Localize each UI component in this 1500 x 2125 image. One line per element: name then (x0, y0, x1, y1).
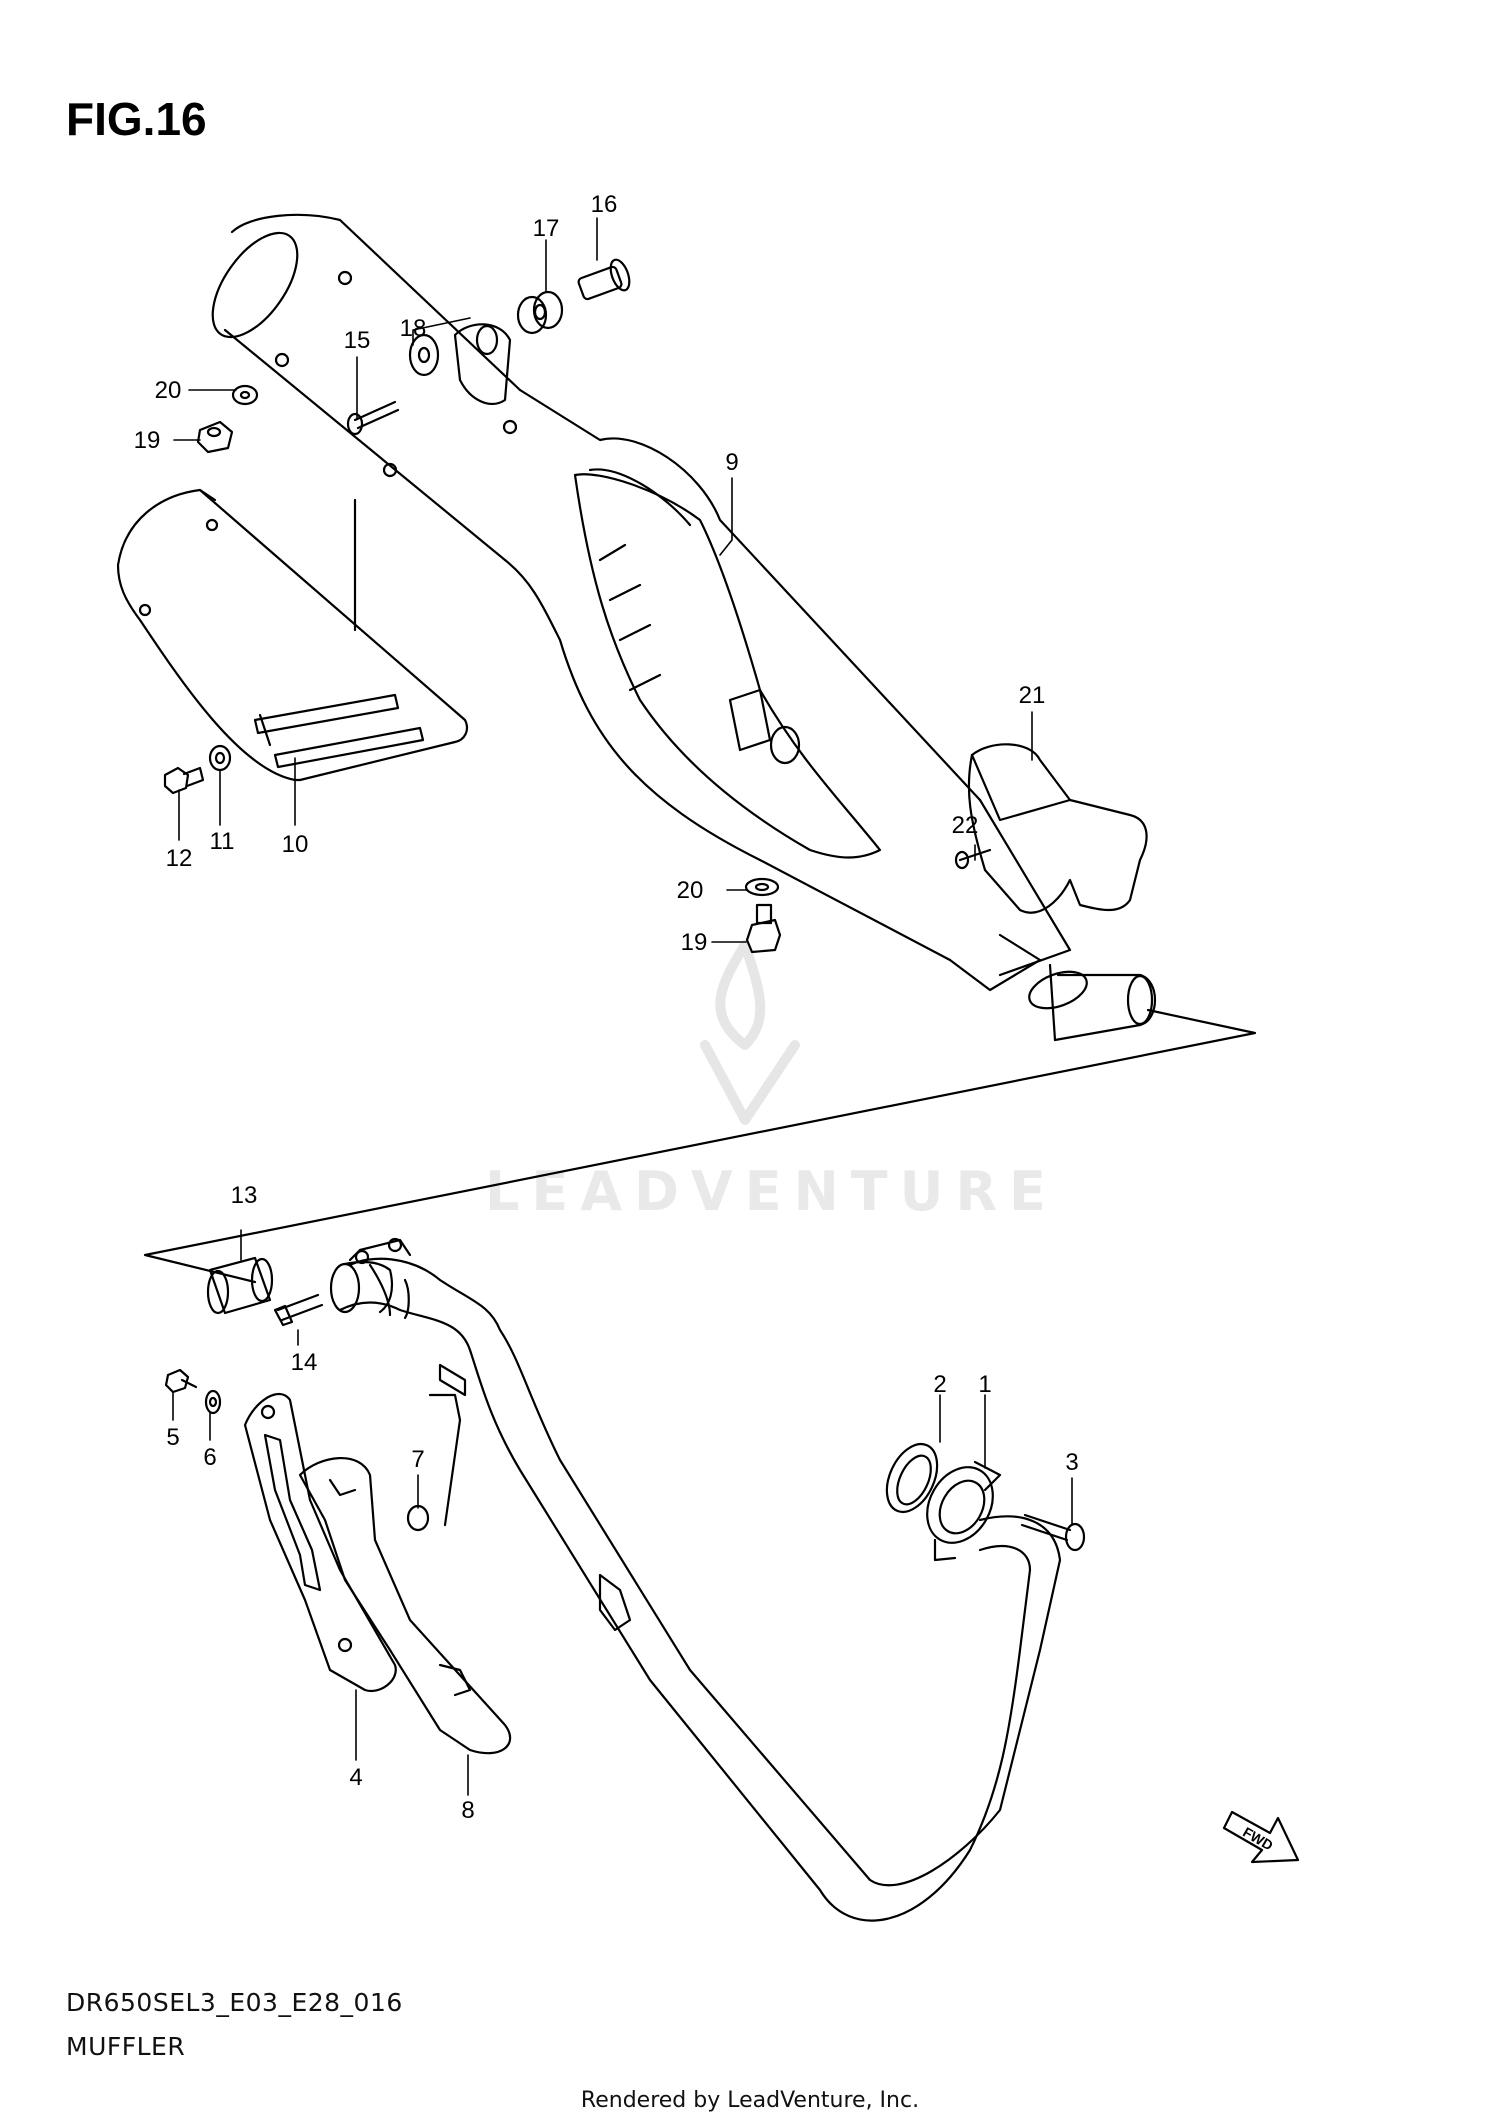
bolt-3[interactable] (1020, 1513, 1086, 1552)
flange-1[interactable] (914, 1455, 1006, 1562)
callout-numbers: 1 2 3 4 5 6 7 8 9 10 11 12 13 14 15 16 1… (134, 191, 1079, 1824)
callout-19-lower: 19 (681, 929, 708, 956)
callout-4: 4 (349, 1764, 362, 1791)
screw-5[interactable] (164, 1368, 198, 1394)
callout-2: 2 (933, 1371, 946, 1398)
gasket-13[interactable] (206, 1256, 274, 1315)
callout-17: 17 (533, 215, 560, 242)
callout-1: 1 (978, 1371, 991, 1398)
leader-lines (172, 217, 1073, 1796)
cover-21[interactable] (967, 743, 1148, 914)
fwd-arrow (1222, 1810, 1300, 1864)
callout-13: 13 (231, 1182, 258, 1209)
callout-15: 15 (344, 327, 371, 354)
render-credit: Rendered by LeadVenture, Inc. (580, 2088, 920, 2113)
bolt-12[interactable] (163, 766, 205, 795)
callout-20-lower: 20 (677, 877, 704, 904)
washer-20-upper[interactable] (231, 384, 259, 406)
callout-11: 11 (210, 828, 235, 855)
screw-22[interactable] (954, 848, 992, 870)
diagram-subtitle: MUFFLER (66, 2032, 186, 2061)
nut-19-lower[interactable] (745, 903, 782, 954)
bracket-4[interactable] (243, 1393, 397, 1693)
callout-3: 3 (1065, 1449, 1078, 1476)
watermark-logo (700, 940, 800, 1125)
heat-shield-10[interactable] (116, 488, 469, 782)
muffler-cap-holes (274, 270, 518, 478)
washer-6[interactable] (204, 1389, 222, 1415)
callout-14: 14 (291, 1349, 318, 1376)
diagram-code: DR650SEL3_E03_E28_016 (66, 1988, 403, 2017)
washer-11[interactable] (208, 744, 232, 772)
gasket-2[interactable] (877, 1436, 947, 1520)
washer-20-lower[interactable] (744, 877, 780, 897)
bolt-14[interactable] (273, 1293, 324, 1327)
callout-22: 22 (952, 812, 979, 839)
callout-19-upper: 19 (134, 427, 161, 454)
callout-5: 5 (166, 1424, 179, 1451)
figure-title: FIG.16 (66, 93, 207, 145)
guide-line (143, 1008, 1257, 1284)
callout-10: 10 (282, 831, 309, 858)
grommet-17[interactable] (516, 290, 564, 335)
callout-18: 18 (400, 315, 427, 342)
callout-6: 6 (203, 1444, 216, 1471)
bolt-15[interactable] (346, 400, 400, 436)
callout-16: 16 (591, 191, 618, 218)
callout-20-upper: 20 (155, 377, 182, 404)
washer-18[interactable] (408, 333, 440, 377)
muffler-body[interactable] (196, 213, 1157, 1042)
callout-21: 21 (1019, 682, 1046, 709)
callout-9: 9 (725, 449, 738, 476)
nut-19-upper[interactable] (196, 420, 234, 454)
shield-8[interactable] (298, 1457, 512, 1755)
exhaust-pipe[interactable] (329, 1237, 1062, 1922)
callout-8: 8 (461, 1797, 474, 1824)
watermark: LEADVENTURE (485, 1160, 1058, 1223)
bolt-16[interactable] (577, 257, 633, 301)
callout-12: 12 (166, 845, 193, 872)
callout-7: 7 (411, 1446, 424, 1473)
muffler-mount-bracket (453, 323, 512, 406)
